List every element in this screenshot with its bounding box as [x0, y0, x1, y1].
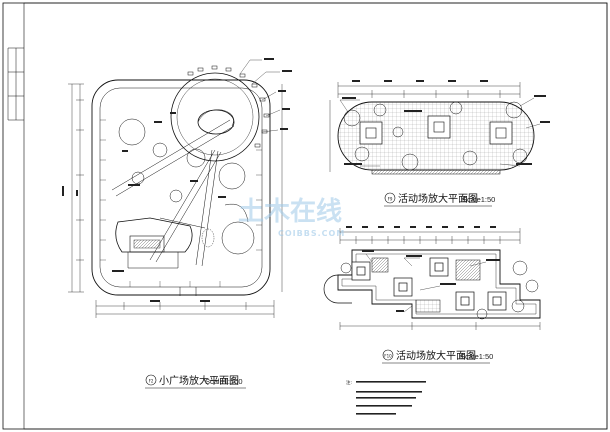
watermark-text: 土木在线: [238, 197, 342, 227]
watermark-subtext: COIBBS.COM: [278, 229, 345, 238]
sheet-inner-border: [23, 2, 608, 430]
drawing-number-circle: [145, 374, 157, 386]
drawing-number-circle: [382, 349, 394, 361]
small-plaza-plan: [68, 59, 283, 318]
drawing-title: 活动场放大平面图: [396, 349, 476, 362]
drawing-title: 活动场放大平面图: [398, 192, 478, 205]
caption-bottom-right: F10 活动场放大平面图 Scale1:50: [382, 349, 493, 364]
drawing-scale: Scale1:100: [205, 377, 243, 386]
plan-annotations-left: [62, 58, 292, 302]
drawing-title: 小广场放大平面图: [159, 374, 239, 387]
notes-lines: [356, 381, 426, 415]
plan-annotations-top-right: [342, 80, 550, 165]
notes-heading: 注:: [346, 379, 352, 386]
drawing-number: F10: [384, 354, 392, 359]
drawing-scale: Scale1:50: [460, 352, 493, 361]
caption-left: F2 小广场放大平面图 Scale1:100: [145, 374, 246, 389]
notes-block: 注:: [346, 379, 426, 415]
watermark: 土木在线 COIBBS.COM: [238, 197, 345, 238]
plan-annotations-bottom-right: [346, 226, 500, 312]
activity-area-plan-bottom: [323, 228, 541, 330]
drawing-number: F2: [149, 379, 154, 384]
caption-top-right: F9 活动场放大平面图 Scale1:50: [384, 192, 495, 207]
binding-strip: [7, 47, 24, 121]
drawing-number-circle: [384, 192, 396, 204]
drawing-number: F9: [388, 197, 393, 202]
activity-area-plan-top: [329, 82, 541, 175]
drawing-scale: Scale1:50: [462, 195, 495, 204]
